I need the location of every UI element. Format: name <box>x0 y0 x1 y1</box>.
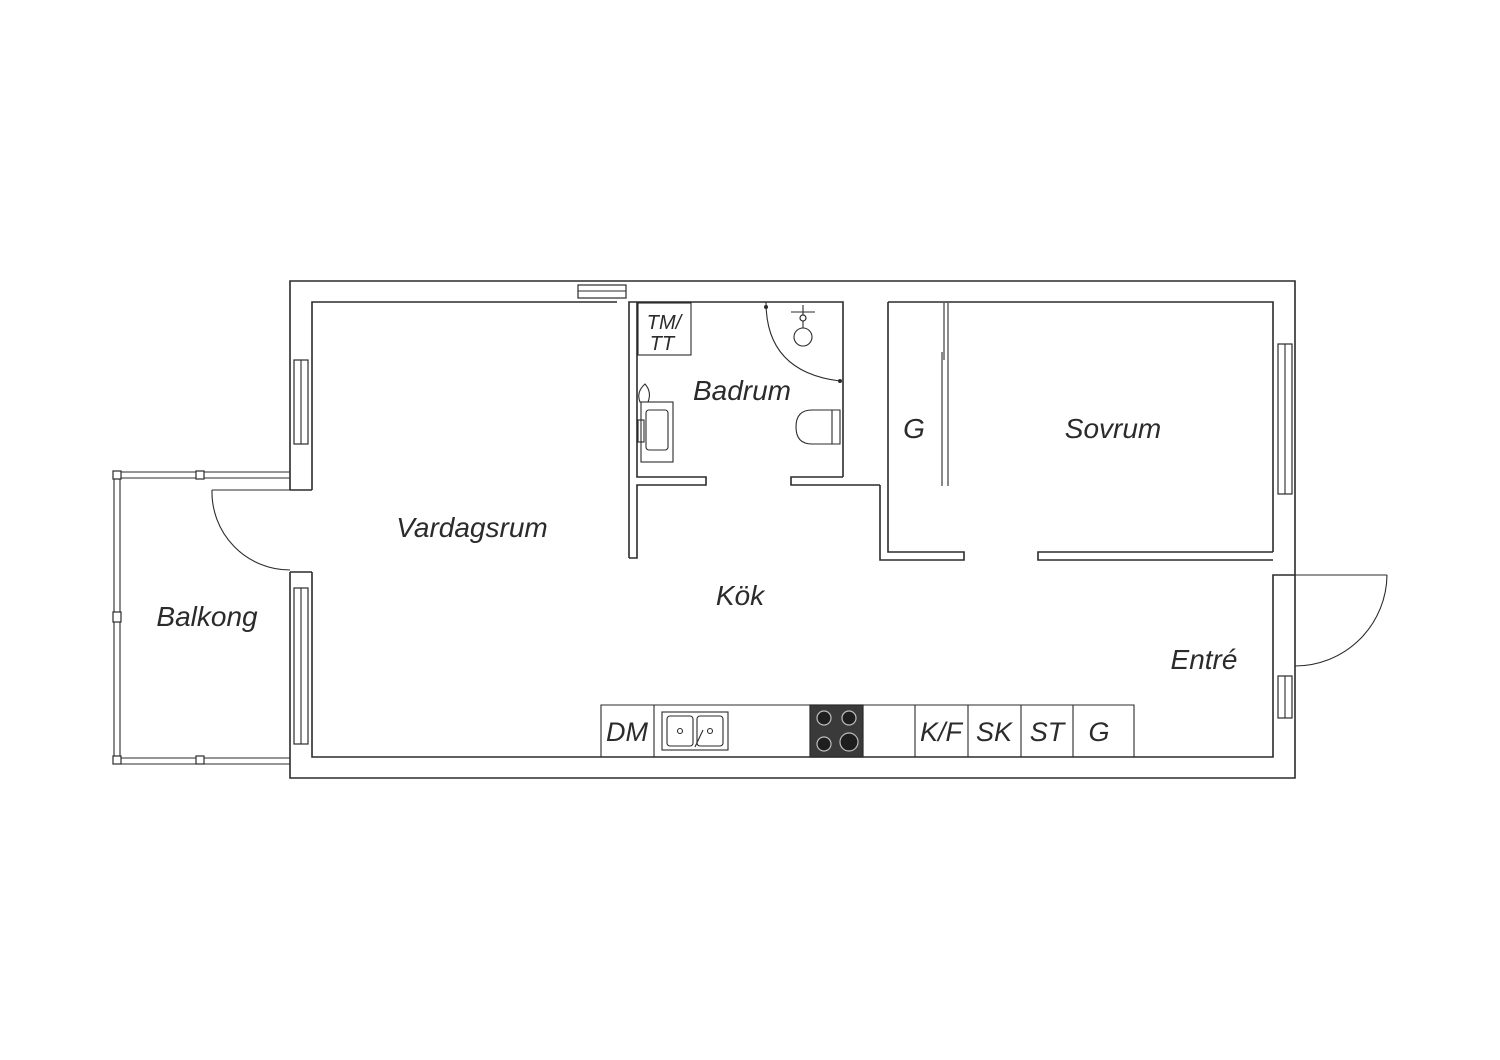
cabinet-g-label: G <box>1088 717 1109 747</box>
washer-label: TM/ <box>647 312 684 334</box>
cabinet-sk-label: SK <box>976 717 1013 747</box>
room-label-garderob: G <box>903 413 925 444</box>
doors <box>211 489 1388 667</box>
room-label-balkong: Balkong <box>156 601 258 632</box>
room-label-sovrum: Sovrum <box>1065 413 1161 444</box>
windows <box>293 284 1293 745</box>
room-label-badrum: Badrum <box>693 375 791 406</box>
balcony <box>112 470 290 765</box>
kitchen-counter <box>600 704 1135 758</box>
bedroom-walls <box>879 302 1273 561</box>
bathroom <box>628 301 880 559</box>
cabinet-st-label: ST <box>1030 717 1067 747</box>
dishwasher-label: DM <box>606 717 648 747</box>
room-label-kok: Kök <box>716 580 766 611</box>
room-label-vardagsrum: Vardagsrum <box>396 512 547 543</box>
dryer-label: TT <box>650 333 676 355</box>
outer-walls <box>289 280 1296 779</box>
room-label-entre: Entré <box>1171 644 1238 675</box>
fridge-freezer-label: K/F <box>920 717 964 747</box>
